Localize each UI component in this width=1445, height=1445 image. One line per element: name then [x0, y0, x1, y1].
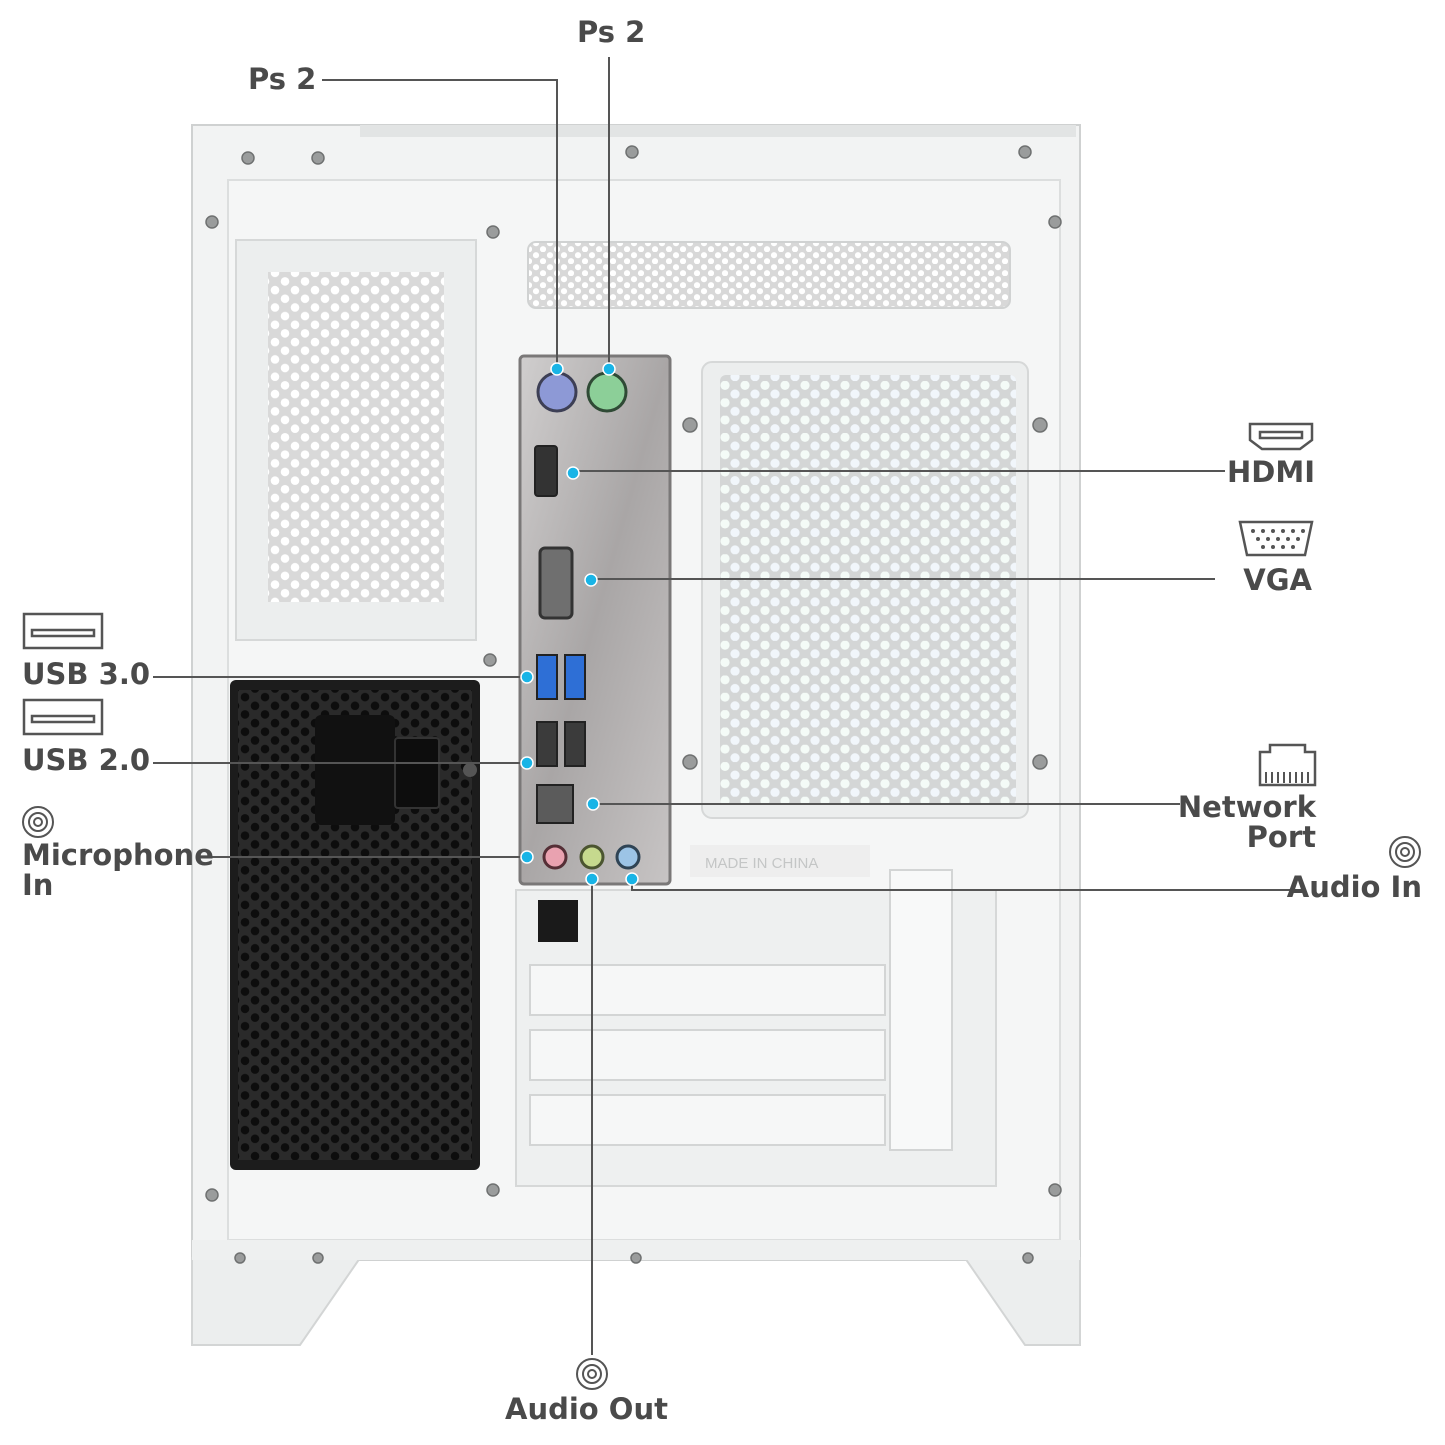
top-vent: [527, 241, 1011, 309]
network-label-line2: Port: [1246, 820, 1316, 854]
screw: [486, 225, 500, 239]
screw: [311, 151, 325, 165]
usb-port-icon: [22, 698, 104, 736]
screw: [205, 1188, 219, 1202]
made-in-label: MADE IN CHINA: [705, 855, 818, 872]
screw: [241, 151, 255, 165]
screw: [682, 754, 698, 770]
usb20-port[interactable]: [564, 721, 586, 767]
callout-dot: [550, 362, 564, 376]
network-label: Network Port: [1120, 792, 1316, 852]
psu-power-socket: [315, 715, 395, 825]
upper-left-grille: [235, 239, 477, 641]
callout-lines: [153, 57, 1292, 1355]
usb30-label: USB 3.0: [22, 657, 151, 691]
network-label-line1: Network: [1177, 790, 1316, 824]
callout-dot: [520, 850, 534, 864]
screw: [630, 1252, 642, 1264]
usb20-port[interactable]: [536, 721, 558, 767]
case-foot-left: [191, 1257, 362, 1346]
usb20-label: USB 2.0: [22, 743, 151, 777]
callout-dot: [585, 872, 599, 886]
power-supply: [230, 680, 480, 1170]
usb-port-icon: [22, 612, 104, 650]
case-foot-right: [963, 1257, 1081, 1346]
callout-dot: [566, 466, 580, 480]
callout-dots: [520, 362, 639, 886]
screw: [312, 1252, 324, 1264]
expansion-slot-bracket: [529, 1029, 886, 1081]
audio-in-label: Audio In: [1286, 870, 1422, 904]
screw: [1048, 1183, 1062, 1197]
audio-jack-icon: [22, 806, 54, 838]
ps2-left-label: Ps 2: [248, 62, 317, 96]
screw: [625, 145, 639, 159]
screw: [205, 215, 219, 229]
vga-label: VGA: [1243, 563, 1312, 597]
usb30-port[interactable]: [536, 654, 558, 700]
vga-port[interactable]: [538, 546, 574, 620]
screw: [1032, 754, 1048, 770]
hdmi-port[interactable]: [534, 445, 558, 497]
vga-port-icon: [1238, 520, 1314, 557]
expansion-slot-bracket: [529, 964, 886, 1016]
hdmi-port-icon: [1248, 422, 1314, 451]
callout-dot: [584, 573, 598, 587]
ps2-left-leader: [322, 79, 558, 368]
expansion-slot-bracket: [529, 1094, 886, 1146]
callout-dot: [586, 797, 600, 811]
screw: [1018, 145, 1032, 159]
mic-in-jack[interactable]: [542, 844, 568, 870]
callout-dot: [602, 362, 616, 376]
ps2-keyboard-port[interactable]: [586, 371, 628, 413]
screw: [483, 653, 497, 667]
io-shield: [518, 354, 672, 886]
case-bottom-rail: [192, 1240, 1080, 1260]
audio-out-jack[interactable]: [579, 844, 605, 870]
mic-in-label: Microphone In: [22, 840, 214, 900]
audio-out-label: Audio Out: [505, 1392, 668, 1426]
screw: [1022, 1252, 1034, 1264]
usb30-port[interactable]: [564, 654, 586, 700]
screw: [486, 1183, 500, 1197]
expansion-slots: MADE IN CHINA: [515, 845, 997, 1187]
callout-dot: [625, 872, 639, 886]
screw: [1048, 215, 1062, 229]
ps2-top-label: Ps 2: [577, 15, 646, 49]
rear-fan-grille: [701, 361, 1029, 819]
screw: [682, 417, 698, 433]
ethernet-port-icon: [1258, 743, 1317, 787]
callout-dot: [520, 670, 534, 684]
mic-in-label-line2: In: [22, 868, 54, 902]
case-top-rail: [360, 125, 1076, 137]
screw: [234, 1252, 246, 1264]
hdmi-label: HDMI: [1227, 455, 1315, 489]
ethernet-port[interactable]: [536, 784, 574, 824]
screw: [1032, 417, 1048, 433]
audio-in-jack[interactable]: [615, 844, 641, 870]
psu-power-switch[interactable]: [394, 737, 440, 809]
callout-dot: [520, 756, 534, 770]
ps2-mouse-port[interactable]: [536, 371, 578, 413]
audio-jack-icon: [576, 1358, 608, 1390]
mic-in-label-line1: Microphone: [22, 838, 214, 872]
audio-jack-icon: [1389, 836, 1421, 868]
